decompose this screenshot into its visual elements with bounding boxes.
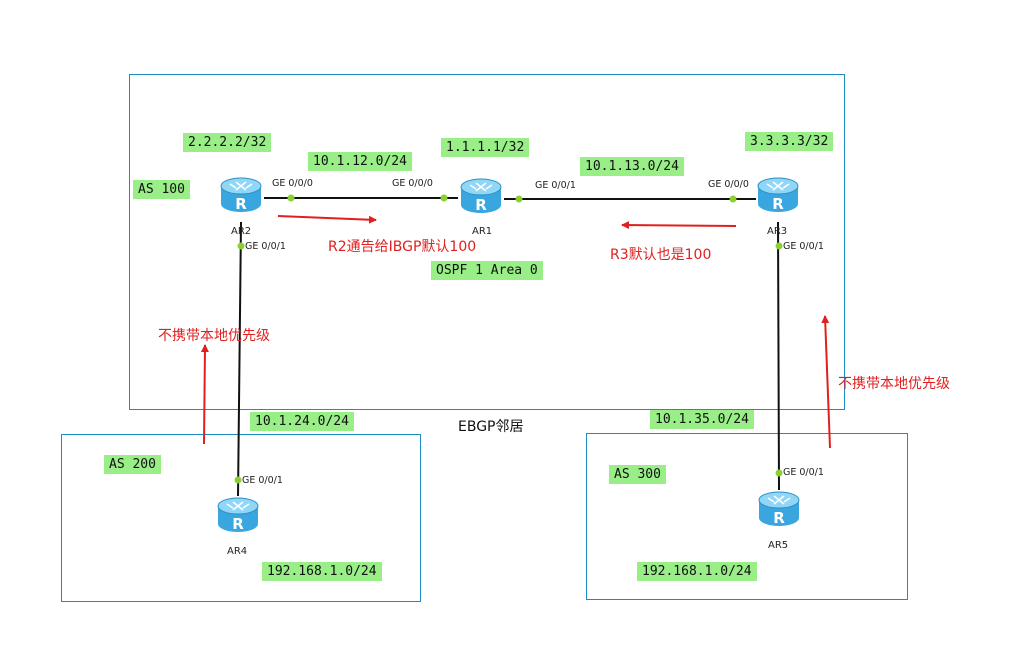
svg-text:R: R [232, 515, 244, 533]
router-icon: R [757, 177, 799, 213]
ospf-area-label: OSPF 1 Area 0 [431, 261, 543, 280]
port-dot [775, 469, 783, 477]
as100-area-box [129, 74, 845, 410]
router-label-ar2: AR2 [231, 226, 252, 237]
router-ar3[interactable]: R [755, 174, 801, 216]
svg-text:R: R [475, 196, 487, 214]
port-label-ar5-ge001: GE 0/0/1 [783, 467, 824, 478]
note-r2-default: R2通告给IBGP默认100 [328, 239, 477, 255]
arrow-ar3-to-ar1 [621, 221, 737, 230]
router-ar5[interactable]: R [756, 488, 802, 530]
router-ar4[interactable]: R [215, 494, 261, 536]
port-dot [237, 242, 245, 250]
arrow-ar2-to-ar1 [277, 215, 377, 224]
note-left-no-local-pref: 不携带本地优先级 [158, 328, 270, 344]
area-as300-label: AS 300 [609, 465, 666, 484]
loopback-ar3: 3.3.3.3/32 [745, 132, 834, 151]
arrow-ar4-up [200, 344, 209, 445]
port-label-ar3-ge001: GE 0/0/1 [783, 241, 824, 252]
router-label-ar5: AR5 [768, 540, 789, 551]
svg-text:R: R [235, 195, 247, 213]
note-right-no-local-pref: 不携带本地优先级 [838, 376, 950, 392]
area-as100-label: AS 100 [133, 180, 190, 199]
router-icon: R [217, 497, 259, 533]
as200-area-box [61, 434, 421, 602]
router-ar1[interactable]: R [458, 175, 504, 217]
port-label-ar2-ge001: GE 0/0/1 [245, 241, 286, 252]
router-label-ar3: AR3 [767, 226, 788, 237]
port-dot [775, 242, 783, 250]
svg-text:R: R [772, 195, 784, 213]
ebgp-neighbor-label: EBGP邻居 [458, 419, 524, 435]
router-label-ar1: AR1 [472, 226, 493, 237]
router-label-ar4: AR4 [227, 546, 248, 557]
note-r3-default: R3默认也是100 [610, 247, 712, 263]
network-10-1-24: 10.1.24.0/24 [250, 412, 354, 431]
port-label-ar2-ge000: GE 0/0/0 [272, 178, 313, 189]
arrow-ar5-up [821, 315, 831, 449]
port-dot [234, 476, 242, 484]
port-label-ar3-ge000: GE 0/0/0 [708, 179, 749, 190]
lan-ar5: 192.168.1.0/24 [637, 562, 757, 581]
area-as200-label: AS 200 [104, 455, 161, 474]
network-10-1-12: 10.1.12.0/24 [308, 152, 412, 171]
loopback-ar1: 1.1.1.1/32 [441, 138, 530, 157]
router-icon: R [460, 178, 502, 214]
router-icon: R [220, 177, 262, 213]
port-label-ar1-ge001: GE 0/0/1 [535, 180, 576, 191]
as300-area-box [586, 433, 908, 600]
port-dot [440, 194, 448, 202]
port-label-ar1-ge000: GE 0/0/0 [392, 178, 433, 189]
svg-text:R: R [773, 509, 785, 527]
link-ar2-ar4 [237, 221, 242, 497]
loopback-ar2: 2.2.2.2/32 [183, 133, 272, 152]
port-dot [729, 195, 737, 203]
router-ar2[interactable]: R [218, 174, 264, 216]
port-dot [515, 195, 523, 203]
port-dot [287, 194, 295, 202]
lan-ar4: 192.168.1.0/24 [262, 562, 382, 581]
router-icon: R [758, 491, 800, 527]
network-10-1-35: 10.1.35.0/24 [650, 410, 754, 429]
link-ar3-ar5 [777, 221, 780, 491]
network-10-1-13: 10.1.13.0/24 [580, 157, 684, 176]
port-label-ar4-ge001: GE 0/0/1 [242, 475, 283, 486]
